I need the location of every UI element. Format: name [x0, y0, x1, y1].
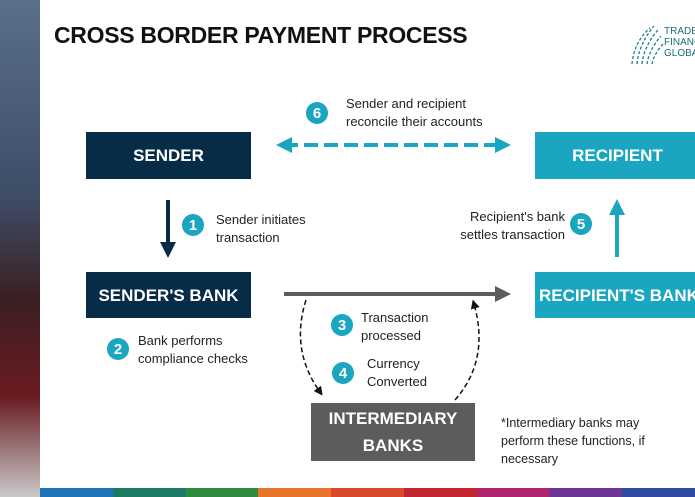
recipient-bank-node: RECIPIENT'S BANK: [535, 272, 695, 318]
from-intermediary-arrow: [454, 299, 480, 401]
step-1-badge: 1: [182, 214, 204, 236]
intermediary-banks-node: INTERMEDIARY BANKS: [311, 403, 475, 461]
to-intermediary-arrow: [299, 299, 323, 396]
stripe: [403, 488, 477, 497]
logo-text: GLOBAL: [664, 48, 695, 59]
stripe: [331, 488, 404, 497]
stripe: [476, 488, 550, 497]
stripe: [112, 488, 186, 497]
stripe: [622, 488, 695, 497]
step-4-badge: 4: [332, 362, 354, 384]
step-3-badge: 3: [331, 314, 353, 336]
recipient-node: RECIPIENT: [535, 132, 695, 179]
trade-finance-global-logo: TRADE FINANCE GLOBAL: [628, 22, 695, 66]
slide-title: CROSS BORDER PAYMENT PROCESS: [54, 22, 468, 48]
stripe: [40, 488, 113, 497]
presenter-video: [0, 0, 40, 497]
node-label: INTERMEDIARY: [328, 409, 458, 428]
footer-color-stripe: [40, 488, 695, 497]
step-6-badge: 6: [306, 102, 328, 124]
stripe: [549, 488, 623, 497]
logo-text: TRADE: [664, 26, 695, 37]
stripe: [258, 488, 332, 497]
step-5-badge: 5: [570, 213, 592, 235]
logo-mark-icon: [631, 25, 664, 65]
node-label: BANKS: [362, 436, 424, 455]
logo-text: FINANCE: [664, 37, 695, 48]
stripe: [185, 488, 259, 497]
sender-node: SENDER: [86, 132, 251, 179]
sender-bank-node: SENDER'S BANK: [86, 272, 251, 318]
step-2-badge: 2: [107, 338, 129, 360]
